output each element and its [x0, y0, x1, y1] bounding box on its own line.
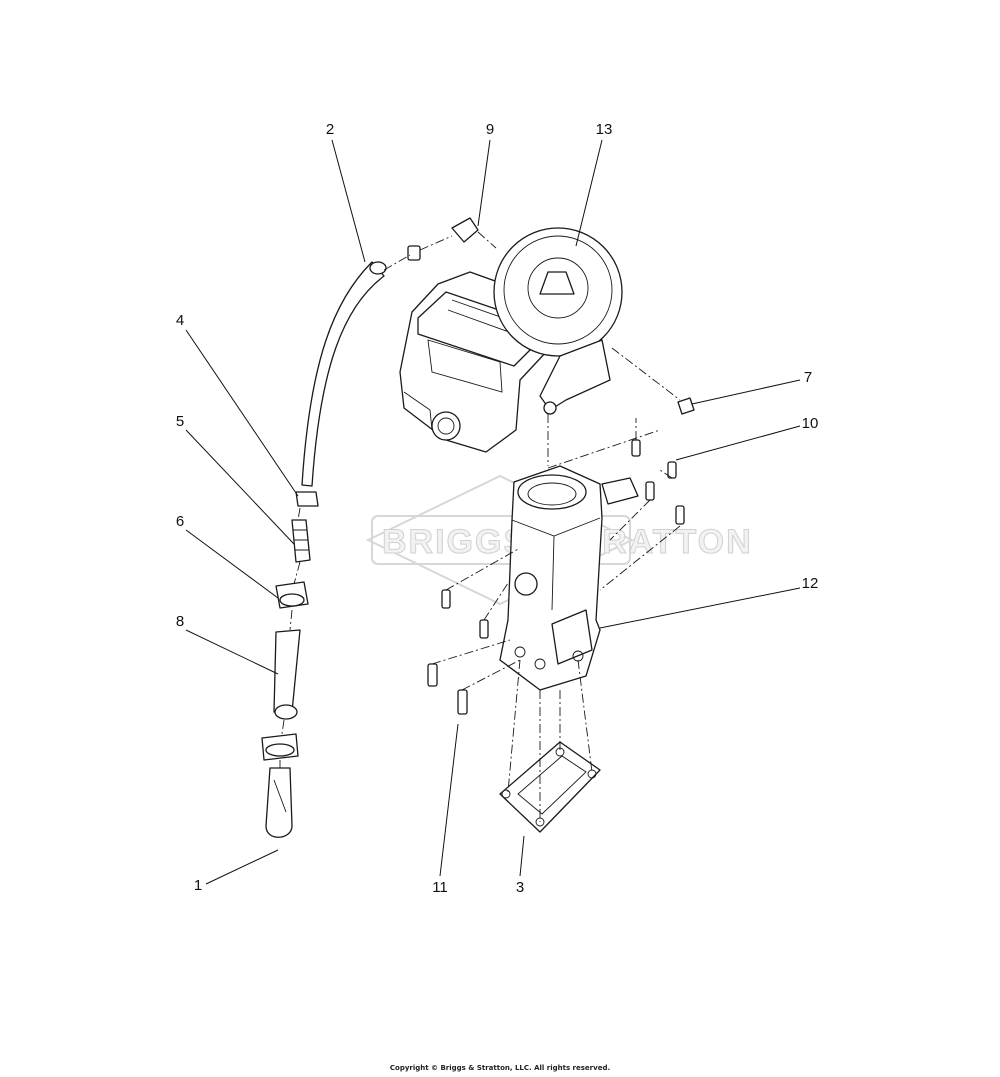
callout-2: 2: [326, 121, 334, 138]
bolts-part-11: [427, 547, 521, 715]
callout-1: 1: [194, 877, 202, 894]
callout-7: 7: [804, 369, 812, 386]
gasket-part-3: [499, 659, 601, 833]
vacuum-port: [514, 572, 538, 596]
callouts: 2 9 13 4 5 6 8 1 7 10 12 11 3: [176, 121, 819, 896]
bolts-part-10: [547, 418, 685, 591]
callout-6: 6: [176, 513, 184, 530]
callout-3: 3: [516, 879, 524, 896]
callout-10: 10: [802, 415, 819, 432]
elbow-fitting-part-9: [451, 217, 479, 243]
callout-11: 11: [432, 879, 448, 896]
hose-assembly: [261, 217, 497, 838]
cap-part-7: [677, 397, 695, 415]
hose-barb-part-5: [291, 519, 311, 563]
callout-13: 13: [596, 121, 613, 138]
callout-12: 12: [802, 575, 819, 592]
copyright-notice: Copyright © Briggs & Stratton, LLC. All …: [389, 1064, 611, 1072]
grommet: [407, 245, 421, 261]
engine-assembly-part-13: [399, 227, 681, 466]
intake-port: [431, 411, 461, 441]
clamp-part-4: [295, 491, 319, 507]
callout-4: 4: [176, 312, 184, 329]
elbow-part-1: [265, 767, 293, 838]
sensor-block: [551, 609, 593, 665]
callout-5: 5: [176, 413, 184, 430]
hose-part-8: [273, 629, 301, 713]
callout-8: 8: [176, 613, 184, 630]
callout-9: 9: [486, 121, 494, 138]
adapter-part-12: [499, 465, 639, 691]
leader-lines: [185, 139, 801, 885]
hose-part-2: [301, 261, 385, 487]
